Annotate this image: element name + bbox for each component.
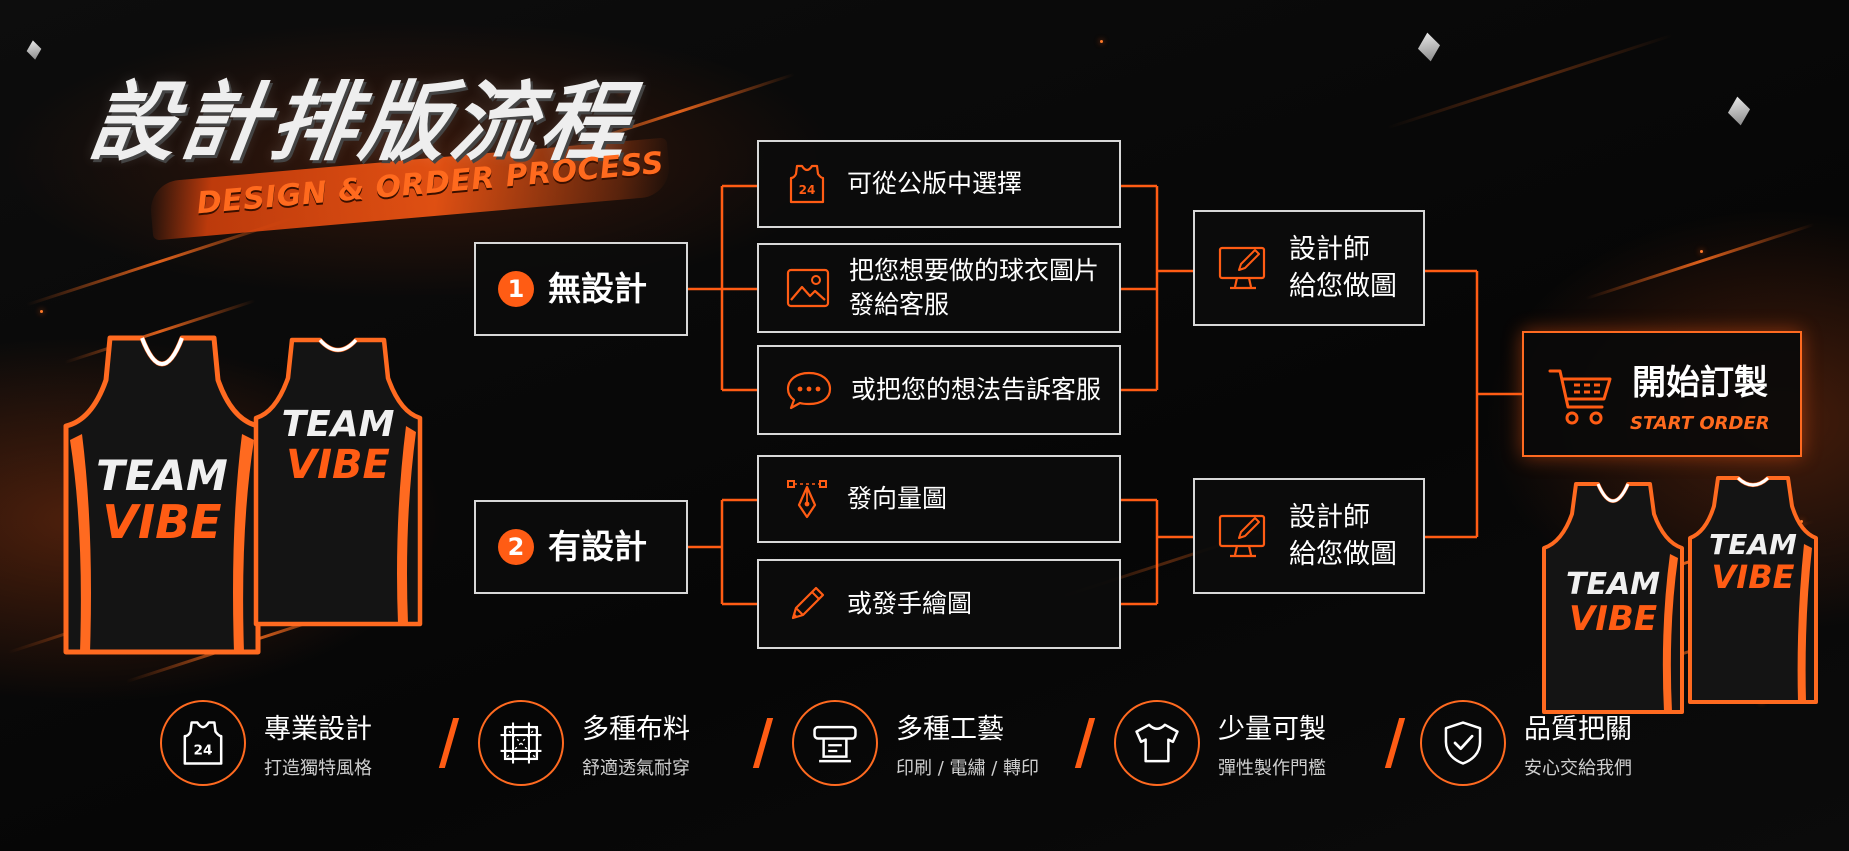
option-text: 發向量圖 [847,483,948,513]
category-no-design: 1 無設計 [474,242,688,336]
step-number-2: 2 [498,529,534,565]
tshirt-icon [1135,723,1179,763]
step-number-1: 1 [498,271,534,307]
feature-professional-design: 24 專業設計打造獨特風格 [160,700,372,786]
option-send-vector: 發向量圖 [757,455,1121,543]
designer-box-2: 設計師 給您做圖 [1193,478,1425,594]
feature-crafts: 多種工藝印刷 / 電繡 / 轉印 [792,700,1039,786]
feature-small-batch: 少量可製彈性製作門檻 [1114,700,1326,786]
jersey-back-left: TEAM VIBE [253,337,423,627]
designer-text: 設計師 給您做圖 [1289,501,1397,570]
feature-icon-circle [792,700,878,786]
designer-box-1: 設計師 給您做圖 [1193,210,1425,326]
start-order-box[interactable]: 開始訂製 START ORDER [1522,331,1802,457]
feature-icon-circle [478,700,564,786]
svg-text:24: 24 [799,183,816,197]
feature-subtitle: 彈性製作門檻 [1218,757,1326,779]
jersey-text-line1: TEAM [96,451,228,500]
category-has-design: 2 有設計 [474,500,688,594]
feature-title: 多種工藝 [896,713,1004,745]
feature-subtitle: 安心交給我們 [1524,757,1632,779]
jersey-text-line1: TEAM [282,404,395,445]
option-choose-template: 24 可從公版中選擇 [757,140,1121,228]
jersey-text-line1: TEAM [1566,567,1660,602]
feature-title: 多種布料 [582,713,690,745]
image-icon [786,268,830,308]
feature-fabrics: 多種布料舒適透氣耐穿 [478,700,690,786]
feature-quality: 品質把關安心交給我們 [1420,700,1632,786]
jersey-text-line2: VIBE [1712,558,1795,596]
chat-bubble-icon [786,371,832,410]
feature-icon-circle: 24 [160,700,246,786]
feature-subtitle: 印刷 / 電繡 / 轉印 [896,757,1040,779]
fabric-grid-icon [500,722,542,764]
option-tell-idea: 或把您的想法告訴客服 [757,345,1121,435]
option-text: 或把您的想法告訴客服 [851,374,1102,404]
jersey-text-line2: VIBE [1569,599,1657,639]
designer-text: 設計師 給您做圖 [1289,233,1397,302]
jersey-text-line1: TEAM [1709,528,1797,561]
jersey-text-line2: VIBE [286,442,390,488]
jersey-front-left: TEAM VIBE [63,335,261,655]
printer-icon [813,725,857,763]
feature-title: 專業設計 [264,713,372,745]
feature-icon-circle [1114,700,1200,786]
option-text: 可從公版中選擇 [847,168,1023,198]
jersey-front-right: TEAM VIBE [1542,482,1684,714]
category-label: 有設計 [548,527,647,567]
option-text: 或發手繪圖 [847,588,973,618]
jersey-24-icon: 24 [789,164,825,204]
category-label: 無設計 [548,269,647,309]
feature-icon-circle [1420,700,1506,786]
monitor-pen-icon [1218,514,1266,558]
feature-subtitle: 舒適透氣耐穿 [582,757,690,779]
jersey-text-line2: VIBE [102,495,221,549]
option-send-sketch: 或發手繪圖 [757,559,1121,649]
start-order-subtitle: START ORDER [1630,413,1770,434]
option-send-jersey-image: 把您想要做的球衣圖片 發給客服 [757,243,1121,333]
monitor-pen-icon [1218,246,1266,290]
shield-check-icon [1444,721,1482,765]
vector-pen-icon [787,480,827,519]
start-order-title: 開始訂製 [1632,363,1768,403]
jersey-24-icon: 24 [183,721,223,765]
feature-subtitle: 打造獨特風格 [264,757,372,779]
shopping-cart-icon [1548,369,1612,425]
option-text: 把您想要做的球衣圖片 發給客服 [849,255,1100,320]
jersey-back-right: TEAM VIBE [1688,476,1818,704]
feature-title: 品質把關 [1524,713,1632,745]
svg-text:24: 24 [194,742,213,758]
pencil-icon [791,586,825,620]
feature-title: 少量可製 [1218,713,1326,745]
